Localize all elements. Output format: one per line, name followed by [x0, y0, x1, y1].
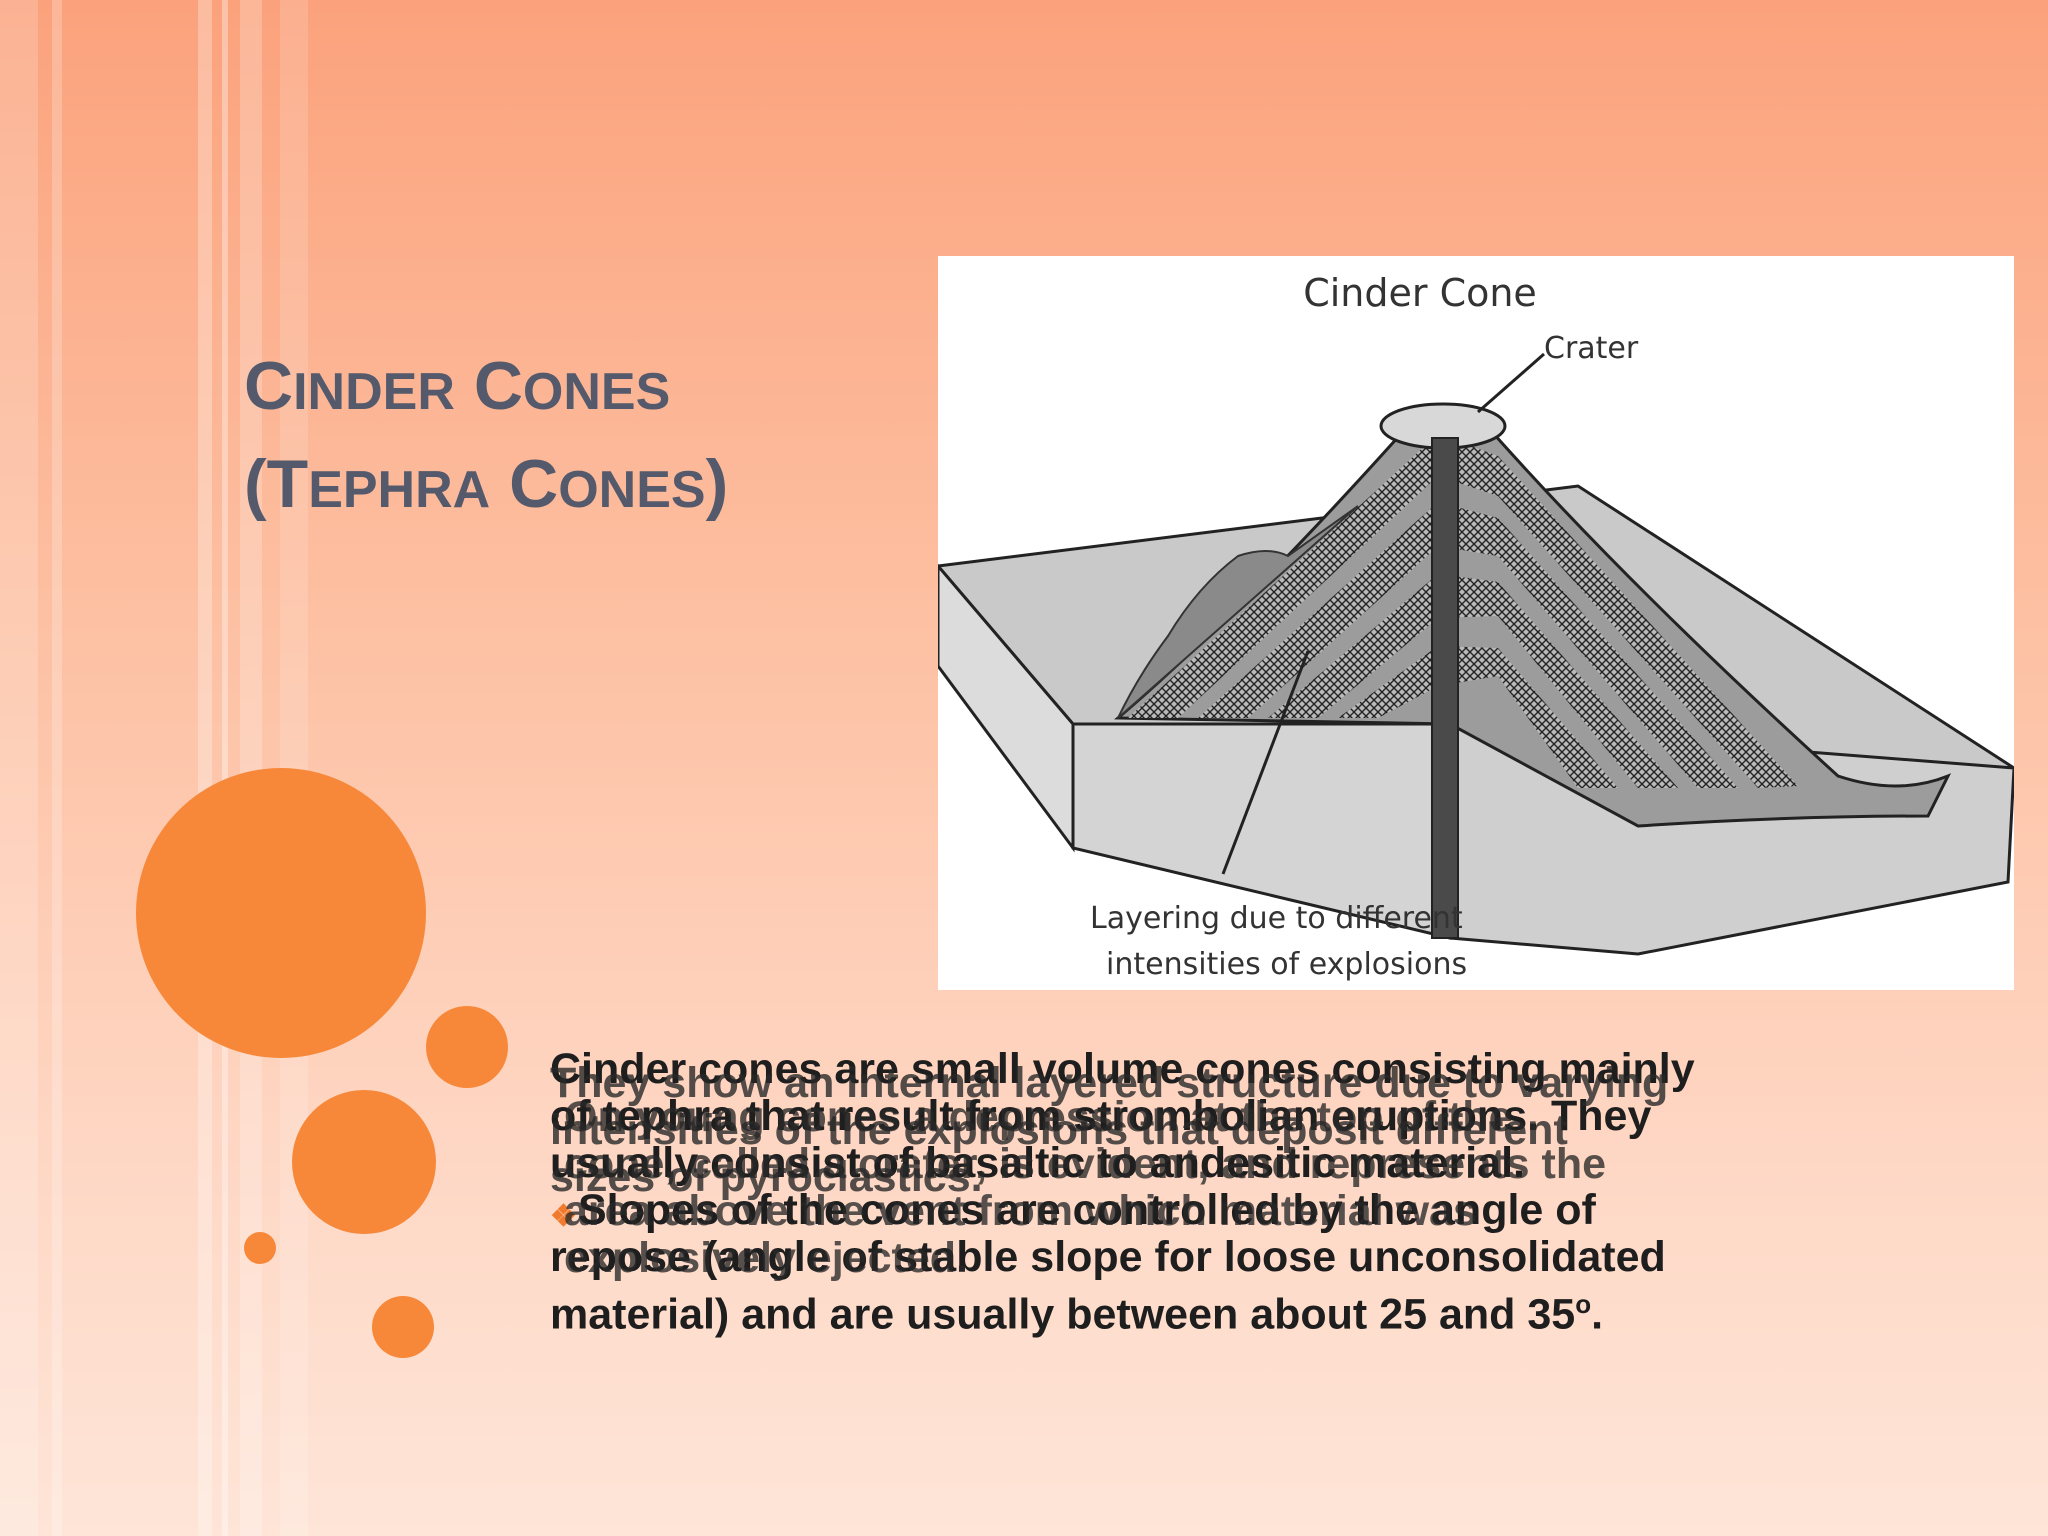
title-line-2: (Tephra Cones): [244, 446, 729, 522]
body-line: usually consist of basaltic to andesitic…: [550, 1139, 1525, 1187]
body-line: On young cones a depression at the top o…: [564, 1093, 1513, 1141]
title-line-1: Cinder Cones: [244, 348, 671, 424]
decor-stripe: [52, 0, 62, 1536]
body-line: area above the vent from which material …: [564, 1187, 1477, 1235]
decor-circle: [292, 1090, 436, 1234]
bullet-icon: ❖: [550, 1200, 577, 1233]
body-line: material) and are usually between about …: [550, 1289, 1604, 1339]
decor-stripe: [0, 0, 38, 1536]
body-line: Cinder cones are small volume cones cons…: [550, 1045, 1695, 1093]
decor-circle: [372, 1296, 434, 1358]
internal-layers: [1128, 434, 1798, 788]
slide-title: Cinder Cones (Tephra Cones): [244, 340, 728, 536]
cinder-cone-illustration: Cinder Cone Crater Layering due to diffe…: [938, 271, 2014, 982]
bullet-item: ❖Slopes of the cones are controlled by t…: [550, 1187, 1910, 1234]
text-layer-2: They show an internal layered structure …: [550, 1060, 1910, 1201]
body-line: They show an internal layered structure …: [550, 1059, 1669, 1107]
layering-label-line2: intensities of explosions: [1106, 947, 1467, 982]
layering-leader: [1221, 650, 1310, 875]
body-line: cone, called a crater, is evident, and r…: [564, 1140, 1606, 1188]
crater-leader: [1477, 352, 1545, 414]
text-layer-3: On young cones a depression at the top o…: [564, 1094, 1924, 1282]
decor-stripe: [240, 0, 262, 1536]
decor-circle-large: [136, 768, 426, 1058]
body-line: sizes of pyroclastics.: [550, 1153, 983, 1201]
decor-stripe: [198, 0, 212, 1536]
diagram-title: Cinder Cone: [1303, 271, 1537, 315]
body-line: intensities of the explosions that depos…: [550, 1106, 1568, 1154]
lava-flow-left: [1117, 505, 1359, 719]
crater-label: Crater: [1544, 331, 1639, 366]
body-line: explosively ejected.: [564, 1234, 968, 1282]
body-line: repose (angle of stable slope for loose …: [550, 1233, 1666, 1281]
vent: [1431, 437, 1459, 939]
cinder-cone-diagram: Cinder Cone Crater Layering due to diffe…: [938, 256, 2014, 990]
decor-circle: [426, 1006, 508, 1088]
text-layer-1: Cinder cones are small volume cones cons…: [550, 1046, 1910, 1338]
decor-circle-small: [244, 1232, 276, 1264]
decor-stripe: [222, 0, 228, 1536]
layering-label-line1: Layering due to different: [1090, 901, 1463, 936]
body-line: of tephra that result from strombolian e…: [550, 1092, 1652, 1140]
